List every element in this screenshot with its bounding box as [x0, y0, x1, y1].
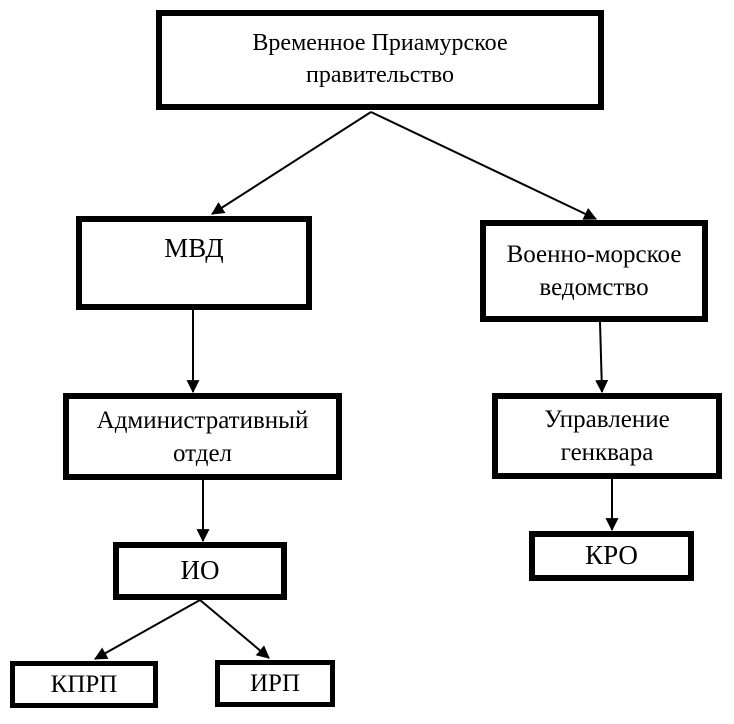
node-irp-label: ИРП	[249, 670, 300, 697]
node-mvd: МВД	[76, 216, 312, 310]
edge-io-irp	[199, 599, 270, 659]
node-admin-label: Административный отдел	[96, 406, 309, 467]
node-admin: Административный отдел	[63, 393, 342, 480]
node-kprp-label: КПРП	[50, 671, 118, 698]
edge-navy-genkvar	[595, 321, 609, 394]
edge-io-kprp	[94, 599, 201, 660]
node-navy: Военно-морское ведомство	[480, 220, 708, 322]
edge-government-navy	[370, 111, 597, 220]
node-io-label: ИО	[180, 555, 220, 586]
node-irp: ИРП	[215, 660, 335, 707]
node-kprp: КПРП	[10, 661, 158, 708]
node-government-label: Временное Приамурское правительство	[252, 30, 508, 88]
node-genkvar-label: Управление генквара	[544, 406, 670, 466]
edge-government-mvd	[211, 111, 372, 215]
node-government: Временное Приамурское правительство	[156, 10, 604, 110]
node-kro: КРО	[529, 531, 694, 581]
node-mvd-label: МВД	[164, 233, 224, 263]
node-genkvar: Управление генквара	[492, 393, 722, 479]
node-navy-label: Военно-морское ведомство	[506, 241, 682, 301]
node-io: ИО	[113, 542, 287, 600]
node-kro-label: КРО	[585, 540, 638, 571]
